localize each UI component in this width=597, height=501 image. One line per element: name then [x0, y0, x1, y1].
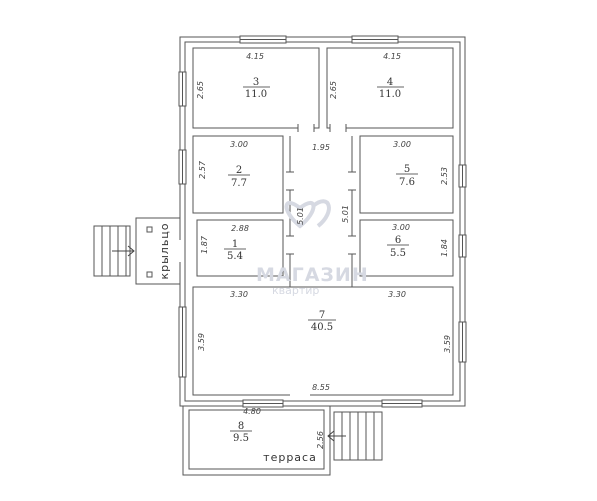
dimension-label: 1.95 — [312, 143, 330, 152]
watermark-sub: квартир — [272, 284, 319, 297]
room-number: 1 — [232, 239, 238, 250]
dimension-label: 2.57 — [198, 160, 207, 179]
dimension-label: 4.15 — [383, 52, 401, 61]
watermark-heart-icon-inner — [311, 199, 331, 228]
dimension-label: 1.84 — [440, 239, 449, 257]
watermark-brand: МАГАЗИН — [256, 264, 369, 286]
room-number: 6 — [395, 235, 401, 246]
terrace-inner — [188, 409, 325, 470]
dimension-label: 2.56 — [316, 431, 325, 449]
room-4-outline — [326, 47, 454, 129]
watermark-heart-icon — [284, 201, 316, 229]
room-area: 7.7 — [231, 178, 247, 189]
porch-post-bottom — [146, 271, 153, 278]
porch-label: крыльцо — [158, 222, 171, 279]
porch-entry-arrow-icon — [112, 245, 135, 257]
terrace-outer — [182, 405, 331, 476]
room-number: 8 — [238, 421, 244, 432]
inner-wall — [184, 41, 461, 402]
room-area: 5.4 — [227, 251, 243, 262]
dimension-label: 8.55 — [312, 383, 330, 392]
terrace-entry-arrow-icon — [327, 430, 346, 442]
dimension-label: 3.30 — [230, 290, 248, 299]
dimension-label: 3.30 — [388, 290, 406, 299]
porch-post-top — [146, 226, 153, 233]
dimension-label: 4.80 — [243, 407, 261, 416]
terrace-label: терраса — [263, 451, 317, 464]
room-7-outline — [192, 286, 454, 396]
room-1-outline — [196, 219, 284, 277]
room-area: 5.5 — [390, 248, 406, 259]
room-number: 5 — [404, 164, 410, 175]
dimension-label: 1.87 — [200, 235, 209, 254]
dimension-label: 3.00 — [392, 223, 410, 232]
room-2-outline — [192, 135, 284, 214]
dimension-label: 2.88 — [231, 224, 249, 233]
dimension-label: 3.59 — [197, 333, 206, 351]
room-number: 4 — [387, 77, 393, 88]
room-3-outline — [192, 47, 320, 129]
room-number: 2 — [236, 165, 242, 176]
room-area: 9.5 — [233, 433, 249, 444]
room-area: 7.6 — [399, 177, 415, 188]
dimension-label: 2.53 — [440, 167, 449, 185]
dimension-label: 3.00 — [393, 140, 411, 149]
room-number: 7 — [319, 310, 325, 321]
dimension-label: 5.01 — [341, 205, 350, 223]
room-5-outline — [359, 135, 454, 214]
watermark: МАГАЗИН квартир — [256, 199, 369, 297]
room-area: 11.0 — [245, 89, 267, 100]
room-6-outline — [359, 219, 454, 277]
room-number: 3 — [253, 77, 259, 88]
dimension-label: 4.15 — [246, 52, 264, 61]
dimension-label: 5.01 — [296, 207, 305, 225]
dimension-label: 2.65 — [196, 81, 205, 99]
room-area: 40.5 — [311, 322, 333, 333]
dimension-label: 2.65 — [329, 81, 338, 99]
dimension-label: 3.00 — [230, 140, 248, 149]
dimension-label: 3.59 — [443, 335, 452, 353]
room-area: 11.0 — [379, 89, 401, 100]
